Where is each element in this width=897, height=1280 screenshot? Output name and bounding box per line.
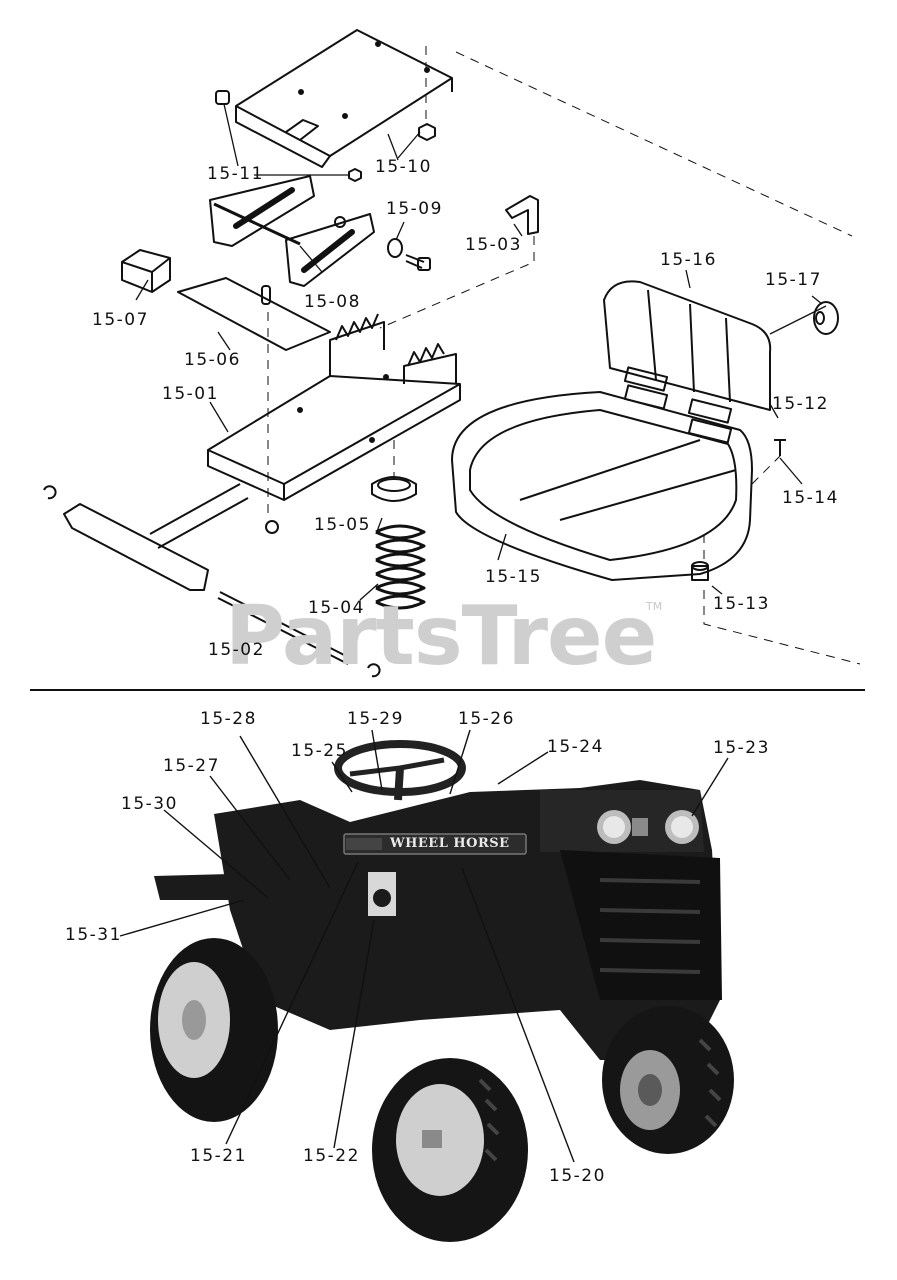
part-label-15-25[interactable]: 15-25: [291, 741, 348, 761]
shaft: [149, 483, 249, 549]
part-label-15-07[interactable]: 15-07: [92, 310, 149, 330]
part-label-15-30[interactable]: 15-30: [121, 794, 178, 814]
part-label-15-12[interactable]: 15-12: [772, 394, 829, 414]
nut-bracket: [334, 216, 346, 228]
strap-15-06: [177, 277, 331, 351]
part-label-15-05[interactable]: 15-05: [314, 515, 371, 535]
part-label-15-21[interactable]: 15-21: [190, 1146, 247, 1166]
foot-bracket: [63, 503, 209, 591]
bolt-15-09: [405, 254, 425, 269]
tractor-badge-text: WHEEL HORSE: [390, 836, 510, 851]
screw-15-14: [774, 439, 786, 456]
part-label-15-10[interactable]: 15-10: [375, 157, 432, 177]
bolt-15-11: [215, 90, 230, 105]
nut-frame: [265, 520, 279, 534]
part-label-15-20[interactable]: 15-20: [549, 1166, 606, 1186]
part-label-15-31[interactable]: 15-31: [65, 925, 122, 945]
nut-top: [418, 123, 436, 141]
part-label-15-22[interactable]: 15-22: [303, 1146, 360, 1166]
part-label-15-27[interactable]: 15-27: [163, 756, 220, 776]
spring-15-04: [375, 524, 426, 610]
upper-leaders: [135, 103, 827, 637]
part-label-15-17[interactable]: 15-17: [765, 270, 822, 290]
part-label-15-24[interactable]: 15-24: [547, 737, 604, 757]
part-label-15-16[interactable]: 15-16: [660, 250, 717, 270]
part-label-15-29[interactable]: 15-29: [347, 709, 404, 729]
watermark: PartsTree: [225, 589, 657, 684]
part-label-15-03[interactable]: 15-03: [465, 235, 522, 255]
seat-assembly: [451, 280, 772, 581]
part-label-15-13[interactable]: 15-13: [713, 594, 770, 614]
nut-15-11: [348, 168, 362, 182]
tractor-photo: [150, 740, 734, 1242]
part-label-15-04[interactable]: 15-04: [308, 598, 365, 618]
seat-bracket: [209, 175, 375, 287]
clip-left: [43, 485, 57, 500]
rod-15-02: [217, 591, 351, 665]
seat-frame: [207, 313, 461, 501]
watermark-trademark: TM: [646, 600, 663, 613]
part-label-15-09[interactable]: 15-09: [386, 199, 443, 219]
bumper-15-05: [371, 476, 417, 502]
part-label-15-11[interactable]: 15-11: [207, 164, 264, 184]
part-label-15-06[interactable]: 15-06: [184, 350, 241, 370]
pin-15-03: [505, 195, 539, 235]
part-label-15-14[interactable]: 15-14: [782, 488, 839, 508]
spacer-15-13: [691, 565, 709, 581]
lower-leaders: [119, 729, 729, 1163]
part-label-15-28[interactable]: 15-28: [200, 709, 257, 729]
part-label-15-02[interactable]: 15-02: [208, 640, 265, 660]
clip-rod: [367, 663, 381, 678]
part-label-15-01[interactable]: 15-01: [162, 384, 219, 404]
part-label-15-08[interactable]: 15-08: [304, 292, 361, 312]
part-label-15-15[interactable]: 15-15: [485, 567, 542, 587]
washer-15-09: [387, 238, 403, 258]
seat-pan-plate: [235, 29, 453, 168]
knob-15-17: [813, 301, 839, 335]
dashed-lines: [267, 46, 861, 665]
part-label-15-23[interactable]: 15-23: [713, 738, 770, 758]
part-label-15-26[interactable]: 15-26: [458, 709, 515, 729]
block-15-07: [121, 249, 171, 293]
